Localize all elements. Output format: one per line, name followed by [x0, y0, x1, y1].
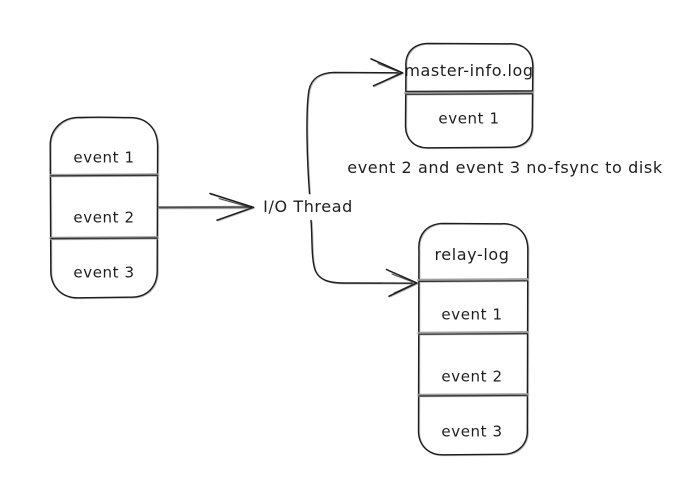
master-info-event-1-label: event 1 — [438, 109, 500, 128]
source-event-2-label: event 2 — [73, 208, 135, 227]
relay-event-3-label: event 3 — [441, 422, 503, 441]
io-thread-label: I/O Thread — [263, 197, 353, 216]
master-info-title: master-info.log — [404, 61, 534, 80]
source-box-divider — [49, 173, 159, 240]
io-to-master-info-arrow — [306, 71, 399, 195]
master-info-box-outline — [404, 42, 534, 149]
relay-event-1-label: event 1 — [441, 305, 503, 324]
relay-event-2-label: event 2 — [441, 367, 503, 386]
source-box-divider-line — [50, 174, 158, 240]
source-event-1-label: event 1 — [73, 148, 135, 167]
source-event-3-label: event 3 — [73, 263, 135, 282]
relay-log-title: relay-log — [434, 245, 510, 264]
no-fsync-annotation: event 2 and event 3 no-fsync to disk — [347, 158, 663, 177]
